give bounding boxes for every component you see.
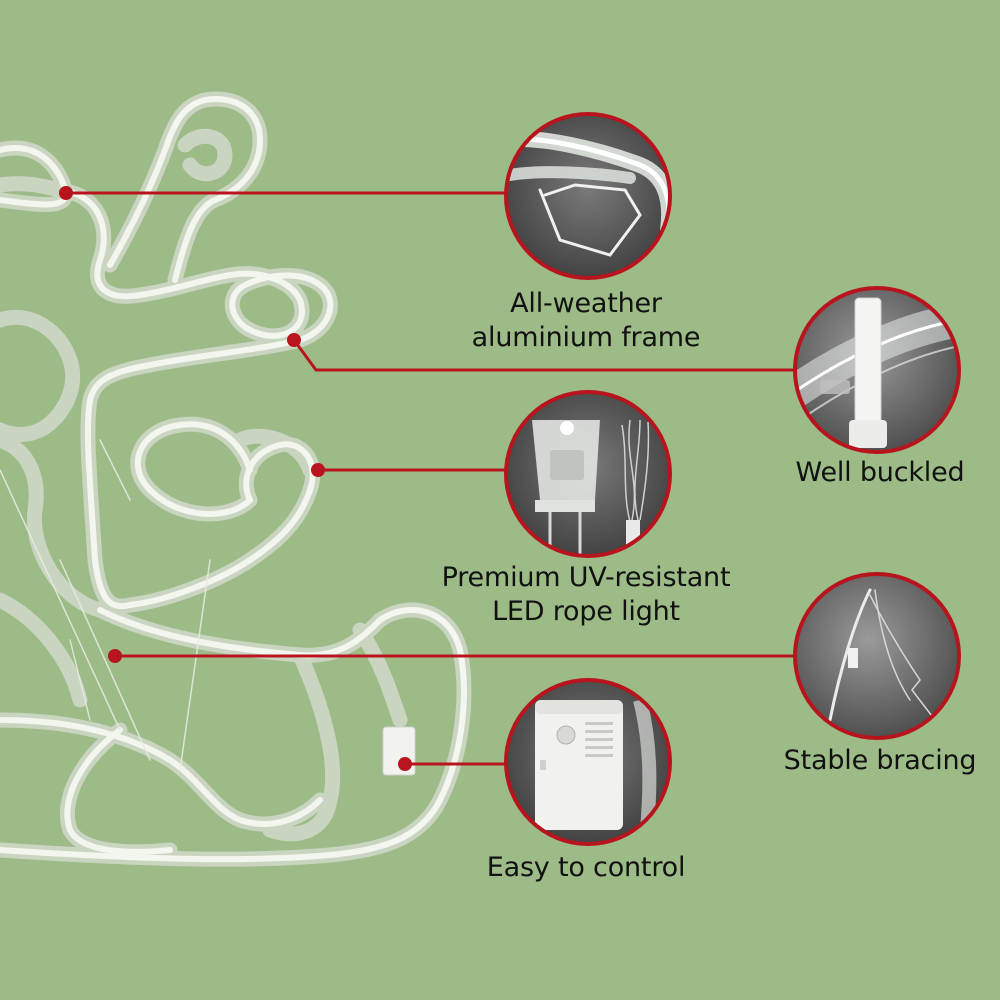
frame-closeup-icon bbox=[504, 112, 672, 280]
feature-caption-bracing: Stable bracing bbox=[770, 744, 990, 778]
callout-dots bbox=[59, 186, 412, 771]
bracing-closeup-icon bbox=[793, 572, 961, 740]
buckle-closeup-icon bbox=[793, 286, 961, 454]
feature-caption-frame-line1: All-weather bbox=[510, 288, 662, 319]
feature-caption-control: Easy to control bbox=[466, 851, 706, 885]
feature-caption-bracing-line1: Stable bracing bbox=[783, 745, 977, 776]
feature-caption-buckled-line1: Well buckled bbox=[795, 457, 965, 488]
feature-caption-led-line1: Premium UV-resistant bbox=[441, 562, 731, 593]
feature-caption-led: Premium UV-resistant LED rope light bbox=[416, 561, 756, 629]
led-bulb-closeup-icon bbox=[504, 390, 672, 558]
feature-caption-buckled: Well buckled bbox=[770, 456, 990, 490]
reindeer-rope-light-sculpture bbox=[0, 91, 472, 867]
callout-lines bbox=[66, 191, 795, 766]
feature-caption-frame-line2: aluminium frame bbox=[471, 322, 701, 353]
feature-caption-control-line1: Easy to control bbox=[486, 852, 686, 883]
feature-caption-led-line2: LED rope light bbox=[492, 596, 680, 627]
feature-caption-frame: All-weather aluminium frame bbox=[456, 287, 716, 355]
controller-closeup-icon bbox=[504, 678, 672, 846]
